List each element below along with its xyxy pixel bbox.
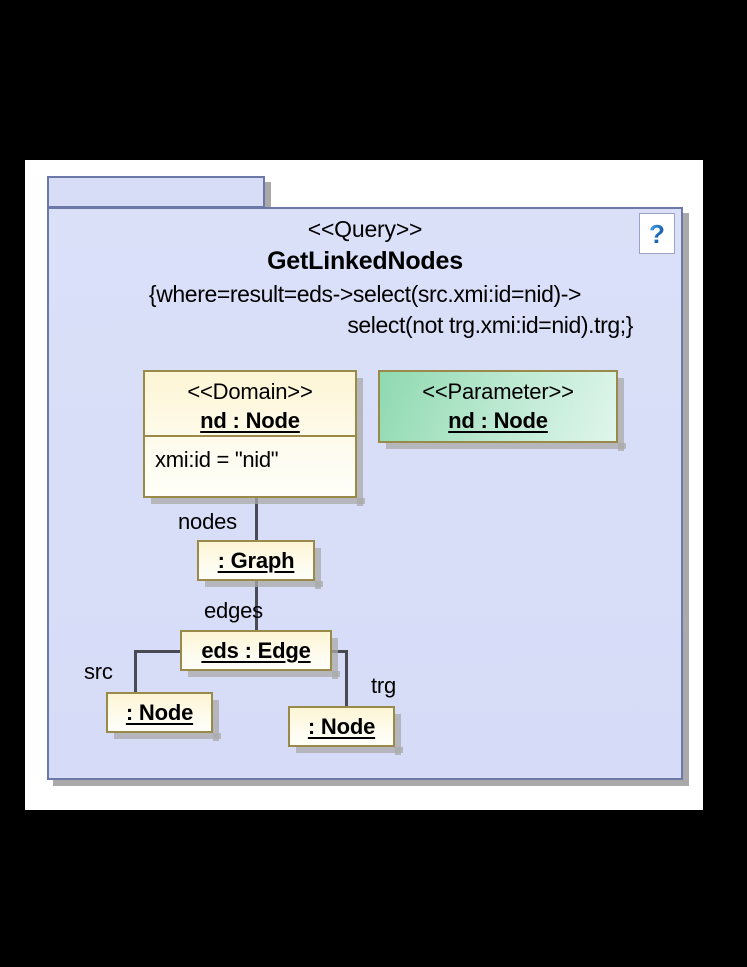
link-label-edges: edges <box>204 598 263 623</box>
constraint-line-1: {where=result=eds->select(src.xmi:id=nid… <box>148 281 582 307</box>
package-constraint: {where=result=eds->select(src.xmi:id=nid… <box>57 279 673 341</box>
box-shadow-bottom <box>188 671 340 677</box>
parameter-instance-name: nd : Node <box>448 408 548 433</box>
object-box-parameter[interactable]: <<Parameter>> nd : Node <box>378 370 626 451</box>
question-mark-glyph: ? <box>649 219 665 249</box>
box-shadow-right <box>618 378 624 451</box>
object-box-edge[interactable]: eds : Edge <box>180 630 340 679</box>
node-src-instance-name: : Node <box>125 700 194 725</box>
constraint-line-2: select(not trg.xmi:id=nid).trg;} <box>347 312 633 338</box>
graph-instance-name: : Graph <box>217 548 295 573</box>
connector-src-vertical <box>134 650 137 694</box>
box-shadow-right <box>395 714 401 755</box>
domain-attribute: xmi:id = "nid" <box>145 435 355 497</box>
package-tab-shadow <box>265 182 271 212</box>
package-tab[interactable] <box>47 176 265 208</box>
domain-instance-name: nd : Node <box>200 408 300 433</box>
box-shadow-bottom <box>205 581 323 587</box>
object-box-node-src[interactable]: : Node <box>106 692 221 741</box>
domain-stereotype: <<Domain>> <box>187 379 313 404</box>
link-label-trg: trg <box>371 673 397 698</box>
node-trg-instance-name: : Node <box>307 714 376 739</box>
edge-instance-name: eds : Edge <box>201 638 311 663</box>
connector-edges <box>255 580 258 631</box>
parameter-stereotype: <<Parameter>> <box>422 379 574 404</box>
connector-trg-horizontal <box>330 650 348 653</box>
domain-header: <<Domain>> nd : Node <box>145 372 355 435</box>
object-box-graph[interactable]: : Graph <box>197 540 323 589</box>
box-shadow-bottom <box>296 747 403 753</box>
box-shadow-bottom <box>386 443 626 449</box>
box-shadow-right <box>315 548 321 589</box>
package-body-shadow-bottom <box>53 780 689 786</box>
object-box-domain[interactable]: <<Domain>> nd : Node xmi:id = "nid" <box>143 370 365 506</box>
connector-nodes <box>255 497 258 541</box>
link-label-src: src <box>84 659 113 684</box>
box-shadow-right <box>213 700 219 741</box>
parameter-header: <<Parameter>> nd : Node <box>380 372 616 435</box>
package-header: <<Query>> GetLinkedNodes {where=result=e… <box>57 214 673 341</box>
box-shadow-right <box>332 638 338 679</box>
object-box-node-trg[interactable]: : Node <box>288 706 403 755</box>
box-shadow-right <box>357 378 363 506</box>
box-shadow-bottom <box>114 733 221 739</box>
connector-trg-vertical <box>345 650 348 708</box>
package-title: GetLinkedNodes <box>267 247 463 275</box>
link-label-nodes: nodes <box>178 509 237 534</box>
svg-text:?: ? <box>649 219 665 249</box>
package-body-shadow-right <box>683 213 689 786</box>
question-mark-icon[interactable]: ? <box>639 213 675 254</box>
package-stereotype: <<Query>> <box>307 216 423 242</box>
box-shadow-bottom <box>151 498 365 504</box>
connector-src-horizontal <box>134 650 182 653</box>
